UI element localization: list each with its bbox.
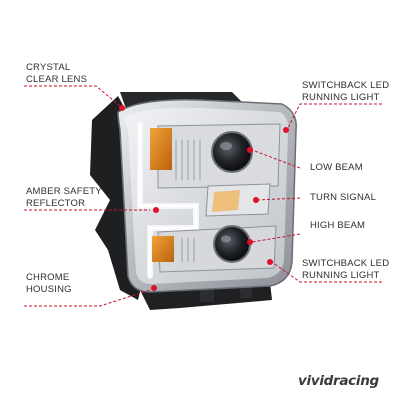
callout-line-crystal-lens bbox=[24, 85, 121, 107]
logo-text: vividracing bbox=[298, 373, 379, 389]
callout-line-switchback-top bbox=[287, 103, 382, 129]
label-line: SWITCHBACK LED bbox=[302, 80, 390, 91]
label-line: CHROME bbox=[26, 272, 70, 283]
label-line: HOUSING bbox=[26, 283, 72, 295]
callout-dot-high-beam bbox=[247, 239, 253, 245]
callout-dot-crystal-lens bbox=[119, 105, 125, 111]
headlight-assembly bbox=[90, 92, 297, 310]
callout-lines bbox=[24, 85, 382, 307]
label-line: RUNNING LIGHT bbox=[302, 91, 380, 103]
callout-line-switchback-bottom bbox=[271, 261, 382, 283]
label-switchback-led-top: SWITCHBACK LED RUNNING LIGHT bbox=[302, 80, 389, 103]
callout-dot-low-beam bbox=[247, 147, 253, 153]
callout-dot-switchback-top bbox=[283, 127, 289, 133]
label-line: HIGH BEAM bbox=[310, 220, 366, 231]
label-line: RUNNING LIGHT bbox=[302, 269, 380, 281]
callout-dots bbox=[119, 105, 289, 291]
callout-dot-switchback-bottom bbox=[267, 259, 273, 265]
label-crystal-clear-lens: CRYSTAL CLEAR LENS bbox=[26, 62, 87, 85]
label-turn-signal: TURN SIGNAL bbox=[310, 192, 376, 204]
high-beam-projector bbox=[213, 225, 251, 263]
callout-line-low-beam bbox=[251, 149, 301, 169]
label-line: SWITCHBACK LED bbox=[302, 258, 390, 269]
ribbed-reflector bbox=[175, 140, 201, 180]
callout-dot-turn-signal bbox=[253, 197, 259, 203]
callout-line-high-beam bbox=[251, 233, 301, 243]
vividracing-logo: vividracing bbox=[298, 370, 392, 392]
callout-dot-chrome-housing bbox=[151, 285, 157, 291]
label-line: REFLECTOR bbox=[26, 197, 86, 209]
label-line: AMBER SAFETY bbox=[26, 186, 102, 197]
label-chrome-housing: CHROME HOUSING bbox=[26, 272, 72, 295]
callout-line-chrome-housing bbox=[24, 289, 151, 307]
label-line: LOW BEAM bbox=[310, 162, 363, 173]
callout-line-turn-signal bbox=[255, 197, 301, 201]
label-switchback-led-bottom: SWITCHBACK LED RUNNING LIGHT bbox=[302, 258, 389, 281]
amber-reflector-lower bbox=[152, 236, 174, 262]
amber-reflector-upper bbox=[150, 128, 172, 170]
label-line: CRYSTAL bbox=[26, 62, 71, 73]
label-low-beam: LOW BEAM bbox=[310, 162, 363, 174]
label-amber-safety-reflector: AMBER SAFETY REFLECTOR bbox=[26, 186, 102, 209]
label-line: TURN SIGNAL bbox=[310, 192, 377, 203]
label-high-beam: HIGH BEAM bbox=[310, 220, 365, 232]
callout-dot-amber-reflector bbox=[153, 207, 159, 213]
label-line: CLEAR LENS bbox=[26, 73, 88, 85]
low-beam-projector bbox=[211, 131, 253, 173]
